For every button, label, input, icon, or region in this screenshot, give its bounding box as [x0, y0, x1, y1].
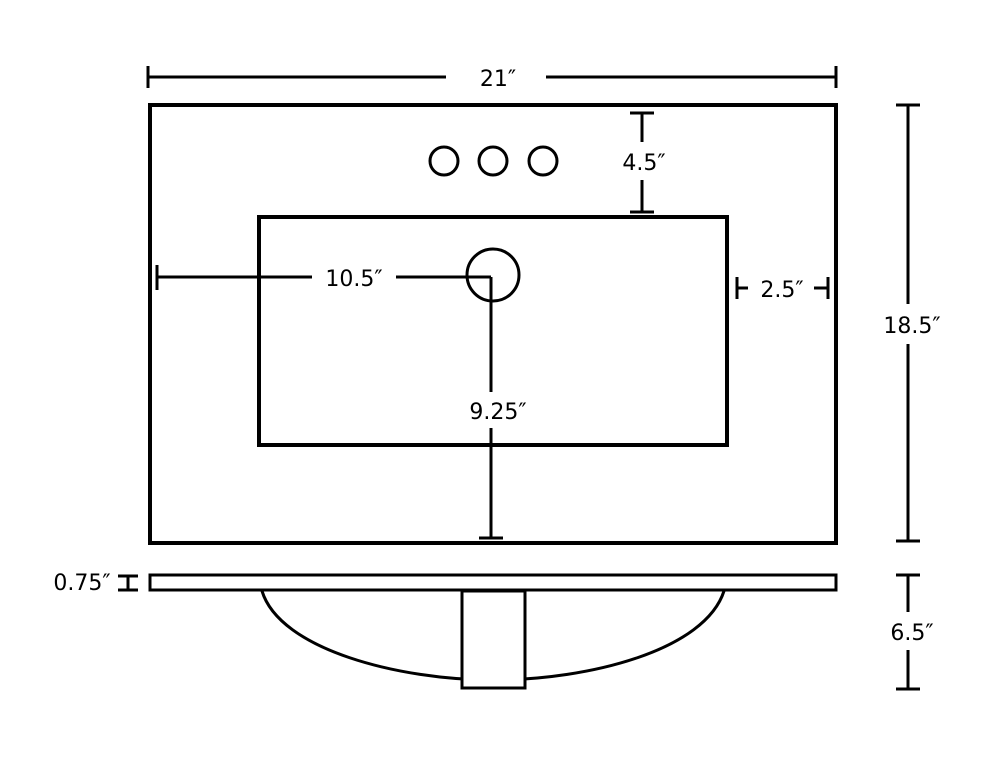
- drain-front-dimension: 9.25″: [469, 277, 527, 540]
- faucet-hole-left: [428, 145, 460, 177]
- countertop-side-slab: [148, 573, 838, 592]
- thickness-label: 0.75″: [53, 571, 110, 596]
- faucet-hole-center: [477, 145, 509, 177]
- side-drain-label: 10.5″: [325, 267, 382, 292]
- bowl-edge-label: 2.5″: [760, 278, 803, 303]
- width-label: 21″: [480, 67, 516, 92]
- depth-label: 18.5″: [883, 314, 940, 339]
- bowl-height-dimension: 6.5″: [890, 573, 934, 691]
- depth-dimension: 18.5″: [883, 103, 941, 543]
- bowl-edge-dimension: 2.5″: [735, 277, 830, 303]
- bowl-outline: [257, 215, 729, 447]
- countertop-outline: [148, 103, 838, 545]
- drain-circle: [465, 247, 521, 303]
- drain-front-label: 9.25″: [469, 400, 526, 425]
- thickness-dimension: 0.75″: [53, 571, 138, 596]
- faucet-bowl-label: 4.5″: [622, 151, 665, 176]
- faucet-hole-right: [527, 145, 559, 177]
- drain-pipe: [460, 589, 527, 690]
- faucet-bowl-dimension: 4.5″: [622, 111, 666, 214]
- width-dimension: 21″: [146, 66, 838, 92]
- bowl-height-label: 6.5″: [890, 621, 933, 646]
- side-drain-dimension: 10.5″: [155, 265, 491, 292]
